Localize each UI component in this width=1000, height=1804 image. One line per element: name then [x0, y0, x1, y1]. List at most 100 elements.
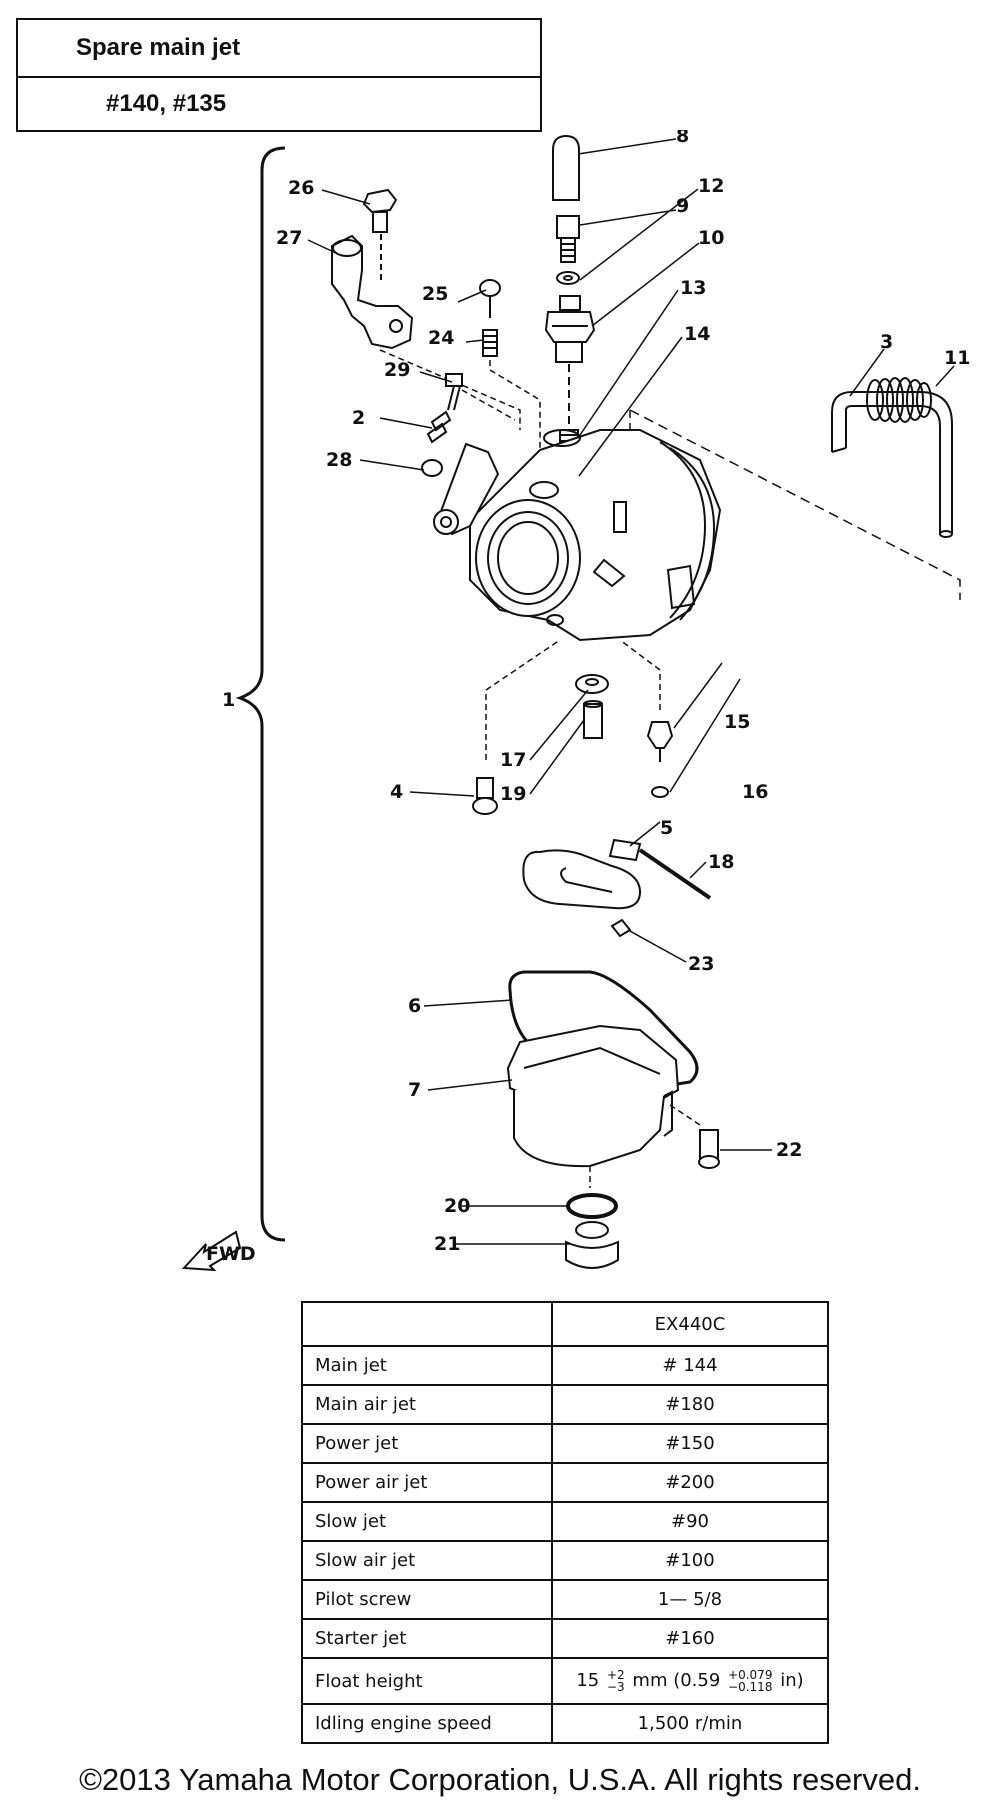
part-19-jet: [583, 700, 603, 739]
row-label: Power jet: [301, 1423, 553, 1464]
table-header-blank: [301, 1301, 553, 1347]
row-value: 1,500 r/min: [551, 1703, 829, 1744]
part-28-lever: [421, 442, 500, 536]
callout-24: 24: [428, 327, 454, 349]
float-in: in): [780, 1670, 804, 1691]
callout-16: 16: [742, 781, 768, 803]
part-26-bolt: [362, 188, 398, 233]
part-18-pin: [638, 848, 712, 900]
row-label: Main air jet: [301, 1384, 553, 1425]
callout-15: 15: [724, 711, 750, 733]
part-17-washer: [575, 674, 609, 694]
row-label: Slow jet: [301, 1501, 553, 1542]
row-label: Power air jet: [301, 1462, 553, 1503]
row-label: Pilot screw: [301, 1579, 553, 1620]
callout-21: 21: [434, 1233, 460, 1255]
table-row: Main jet # 144: [301, 1345, 829, 1386]
part-5-float: [522, 838, 642, 910]
row-label: Idling engine speed: [301, 1703, 553, 1744]
row-value: #180: [551, 1384, 829, 1425]
callout-28: 28: [326, 449, 352, 471]
table-row: Slow air jet #100: [301, 1540, 829, 1581]
part-2-spring: [426, 410, 452, 444]
callout-11: 11: [944, 347, 970, 369]
part-4-screw: [472, 777, 498, 815]
row-value-float-height: 15 +2 −3 mm (0.59 +0.079 −0.118 in): [551, 1657, 829, 1705]
row-value: #90: [551, 1501, 829, 1542]
part-11-spring: [866, 377, 932, 423]
table-row-float-height: Float height 15 +2 −3 mm (0.59 +0.079 −0…: [301, 1657, 829, 1705]
table-row: Slow jet #90: [301, 1501, 829, 1542]
float-mm-tol-down: −3: [606, 1680, 625, 1694]
table-row: Power air jet #200: [301, 1462, 829, 1503]
row-label: Float height: [301, 1657, 553, 1705]
callout-8: 8: [676, 130, 689, 147]
part-20-oring: [566, 1193, 618, 1219]
part-9-screw: [556, 215, 580, 263]
callout-3: 3: [880, 331, 893, 353]
callout-13: 13: [680, 277, 706, 299]
row-value: 1— 5/8: [551, 1579, 829, 1620]
copyright-notice: ©2013 Yamaha Motor Corporation, U.S.A. A…: [79, 1762, 921, 1797]
carburetor-body: [469, 429, 722, 642]
callout-14: 14: [684, 323, 710, 345]
table-header-model: EX440C: [551, 1301, 829, 1347]
table-row: Power jet #150: [301, 1423, 829, 1464]
part-15-needle: [646, 721, 674, 762]
table-row: Main air jet #180: [301, 1384, 829, 1425]
part-7-float-bowl: [506, 1024, 680, 1168]
part-27-bracket: [331, 234, 414, 350]
carburetor-spec-table: EX440C Main jet # 144 Main air jet #180 …: [301, 1301, 829, 1744]
callout-10: 10: [698, 227, 724, 249]
float-in-tol-up: +0.079: [728, 1668, 773, 1682]
callout-2: 2: [352, 407, 365, 429]
callout-4: 4: [390, 781, 403, 803]
callout-5: 5: [660, 817, 673, 839]
callout-20: 20: [444, 1195, 470, 1217]
part-21-plug: [565, 1221, 619, 1269]
table-row: Starter jet #160: [301, 1618, 829, 1659]
callout-9: 9: [676, 195, 689, 217]
part-3-pipe: [831, 391, 953, 538]
callout-27: 27: [276, 227, 302, 249]
part-12-washer: [556, 271, 580, 285]
carburetor-exploded-diagram: FWD 8 9 1 2 10 13: [0, 130, 1000, 1280]
part-24-spring: [482, 329, 498, 357]
row-value: #160: [551, 1618, 829, 1659]
part-29-screw: [445, 373, 463, 411]
callout-6: 6: [408, 995, 421, 1017]
float-in-tol-down: −0.118: [728, 1680, 773, 1694]
float-mm-tolerance: +2 −3: [607, 1669, 625, 1693]
part-25-screw: [479, 279, 501, 318]
callout-23: 23: [688, 953, 714, 975]
assembly-bracket: [235, 146, 286, 1242]
callout-18: 18: [708, 851, 734, 873]
row-value: #150: [551, 1423, 829, 1464]
callout-7: 7: [408, 1079, 421, 1101]
row-label: Slow air jet: [301, 1540, 553, 1581]
row-label: Main jet: [301, 1345, 553, 1386]
callout-17: 17: [500, 749, 526, 771]
callout-29: 29: [384, 359, 410, 381]
table-row: Idling engine speed 1,500 r/min: [301, 1703, 829, 1744]
callout-25: 25: [422, 283, 448, 305]
float-in-tolerance: +0.079 −0.118: [728, 1669, 772, 1693]
float-mm: mm (0.59: [632, 1670, 721, 1691]
row-value: #200: [551, 1462, 829, 1503]
part-22-screw: [698, 1129, 720, 1169]
float-base: 15: [576, 1670, 600, 1691]
forward-arrow-icon: FWD: [181, 1230, 256, 1272]
part-8-cap: [552, 134, 580, 201]
callout-22: 22: [776, 1139, 802, 1161]
float-mm-tol-up: +2: [606, 1668, 625, 1682]
table-row: Pilot screw 1— 5/8: [301, 1579, 829, 1620]
spare-main-jet-values: #140, #135: [106, 90, 227, 117]
callout-19: 19: [500, 783, 526, 805]
part-16-clip: [651, 786, 669, 798]
row-label: Starter jet: [301, 1618, 553, 1659]
part-23-clip: [610, 918, 632, 938]
spare-main-jet-box: Spare main jet #140, #135: [16, 18, 542, 132]
part-10-valve: [544, 295, 596, 363]
spare-main-jet-title: Spare main jet: [18, 20, 540, 78]
callout-1: 1: [222, 689, 235, 711]
